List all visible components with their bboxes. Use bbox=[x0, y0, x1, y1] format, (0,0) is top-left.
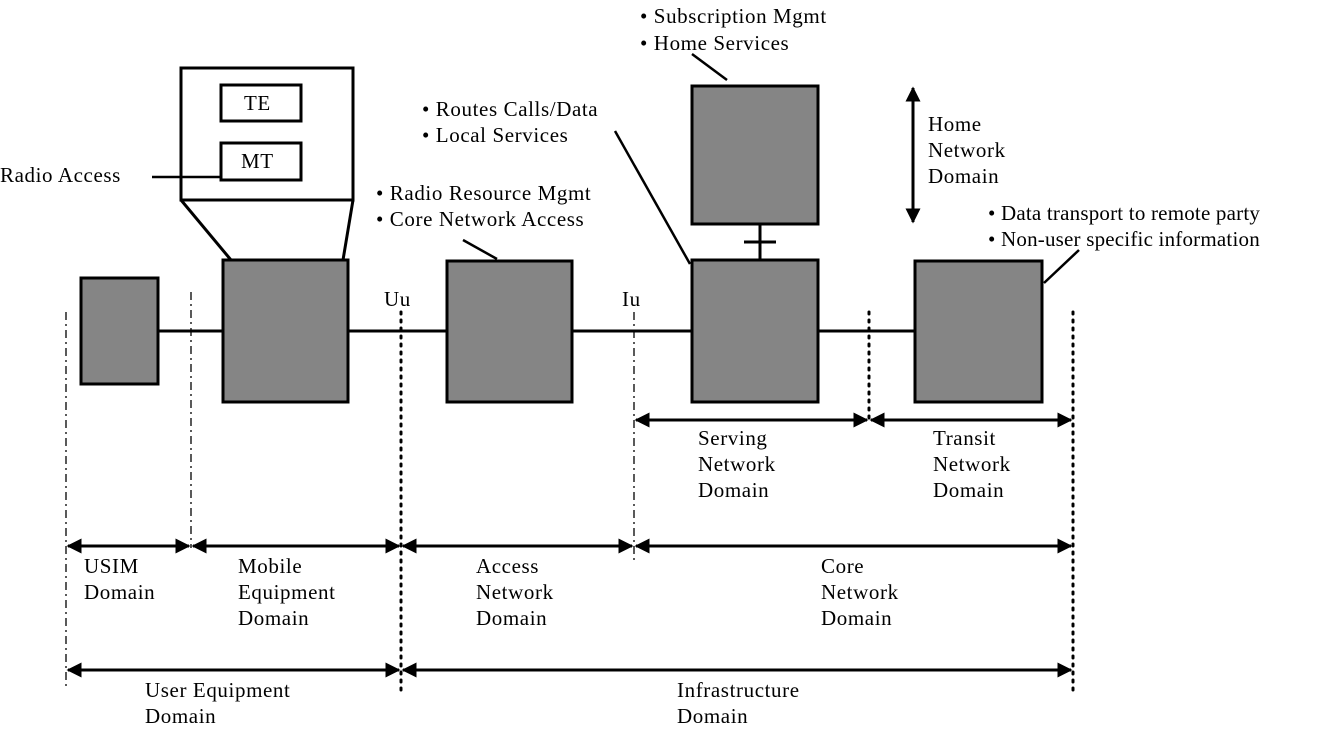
usim-box bbox=[79, 276, 160, 386]
access-network-callout-line2: • Core Network Access bbox=[376, 207, 585, 231]
enclosure-right-connector bbox=[341, 199, 355, 261]
transit-network-domain-label: Transit Network Domain bbox=[933, 426, 1011, 502]
mobile-equipment-box bbox=[221, 258, 350, 404]
access-network-box bbox=[445, 259, 574, 404]
serving-network-callout-line2: • Local Services bbox=[422, 123, 569, 147]
transit-network-leader bbox=[1043, 249, 1080, 284]
mt-label: MT bbox=[241, 149, 274, 173]
mt-block bbox=[219, 141, 303, 182]
serving-network-callout-line1: • Routes Calls/Data bbox=[422, 97, 599, 121]
home-network-callout-line1: • Subscription Mgmt bbox=[640, 4, 827, 28]
infrastructure-domain-label: Infrastructure Domain bbox=[677, 678, 800, 728]
home-network-domain-label: Home Network Domain bbox=[928, 112, 1006, 188]
transit-network-callout-line1: • Data transport to remote party bbox=[988, 201, 1261, 225]
transit-network-box bbox=[913, 259, 1044, 404]
home-network-leader bbox=[691, 52, 728, 82]
serving-network-domain-label: Serving Network Domain bbox=[698, 426, 776, 502]
enclosure-left-connector bbox=[179, 199, 233, 261]
user-equipment-domain-label: User Equipment Domain bbox=[145, 678, 291, 728]
access-network-callout-line1: • Radio Resource Mgmt bbox=[376, 181, 592, 205]
access-network-leader bbox=[462, 238, 498, 261]
iu-reference-point-label: Iu bbox=[622, 287, 641, 311]
te-label: TE bbox=[244, 91, 271, 115]
uu-reference-point-label: Uu bbox=[384, 287, 411, 311]
transit-network-callout-line2: • Non-user specific information bbox=[988, 227, 1260, 251]
serving-network-box bbox=[690, 258, 820, 404]
mobile-equipment-domain-label: Mobile Equipment Domain bbox=[238, 554, 336, 630]
usim-domain-label: USIM Domain bbox=[84, 554, 156, 604]
home-network-callout-line2: • Home Services bbox=[640, 31, 790, 55]
radio-access-label: Radio Access bbox=[0, 163, 121, 187]
home-network-box bbox=[690, 84, 820, 226]
core-network-domain-label: Core Network Domain bbox=[821, 554, 899, 630]
serving-network-leader bbox=[613, 130, 692, 265]
te-block bbox=[219, 83, 303, 123]
access-network-domain-label: Access Network Domain bbox=[476, 554, 554, 630]
